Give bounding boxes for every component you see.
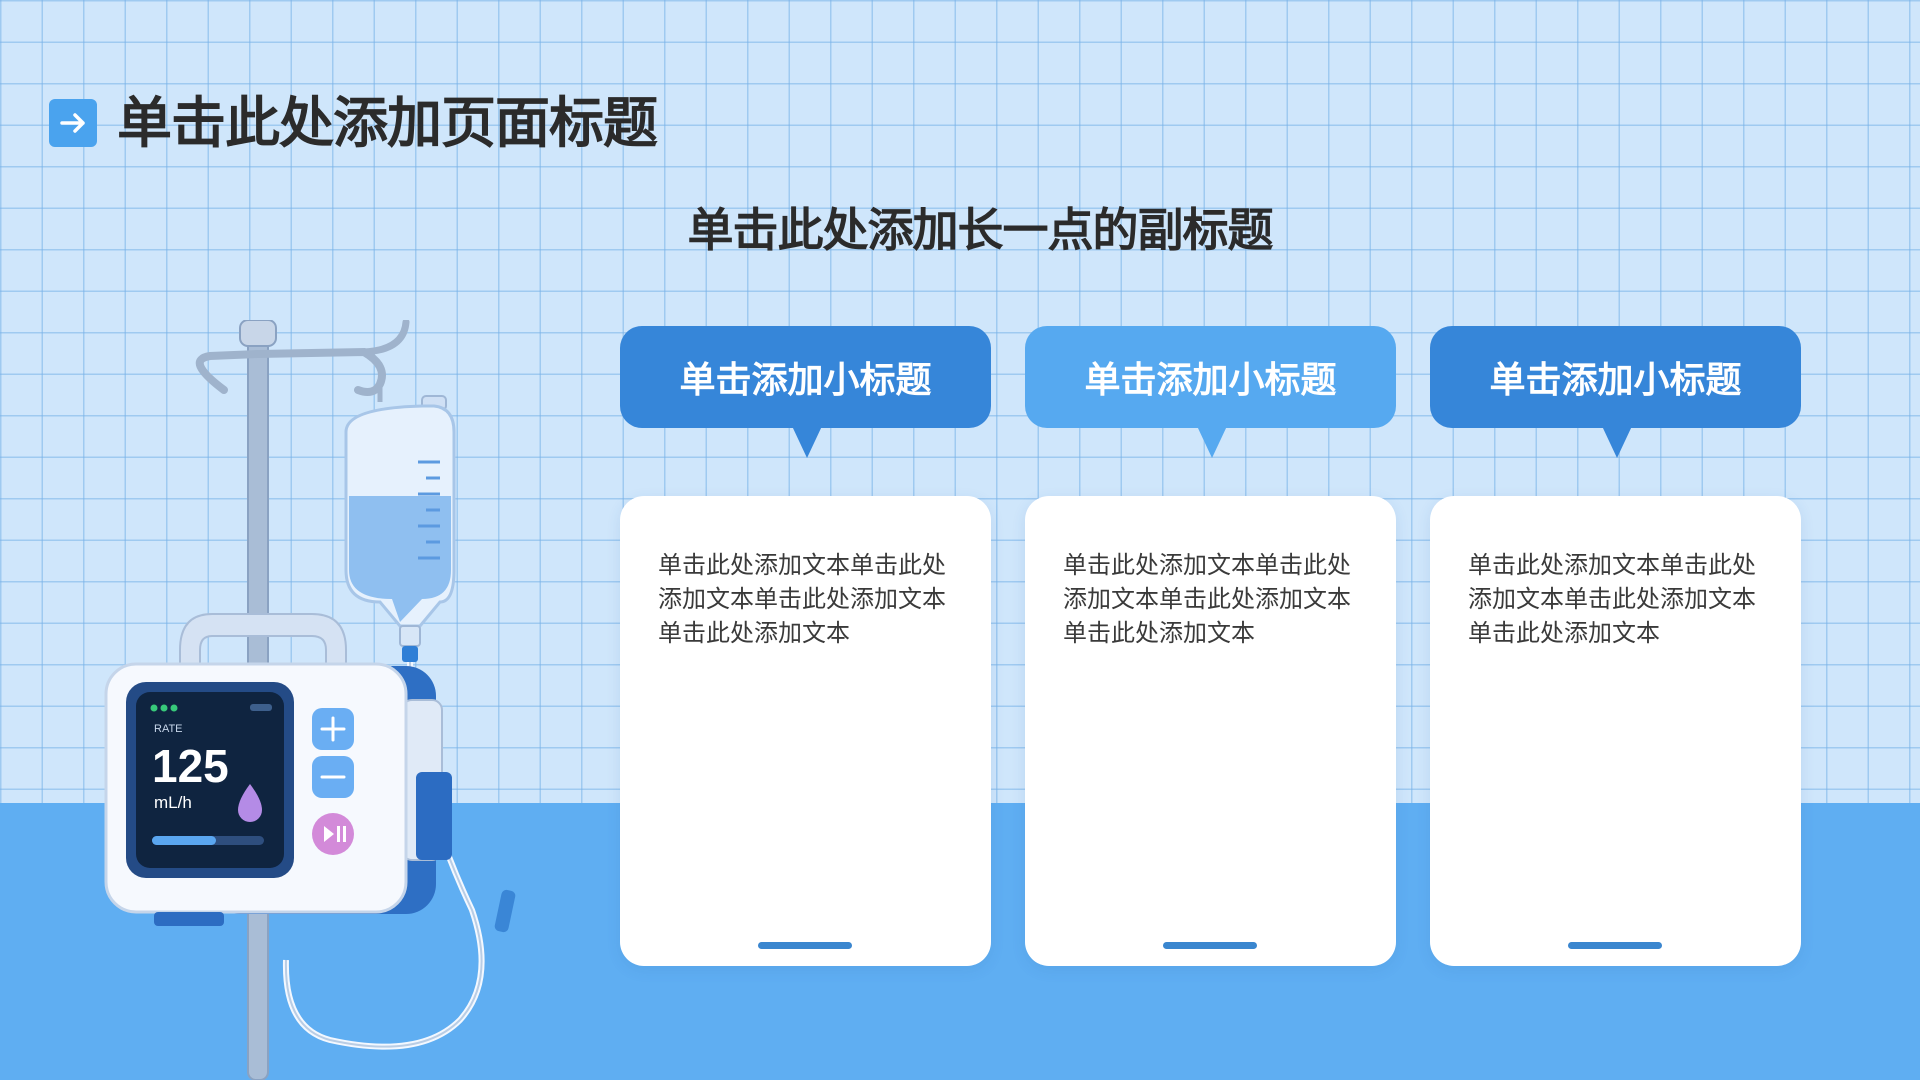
card-heading-1[interactable]: 单击添加小标题 [620, 326, 991, 458]
droplet-icon [238, 784, 262, 822]
card-1-body[interactable]: 单击此处添加文本单击此处添加文本单击此处添加文本单击此处添加文本 [658, 551, 946, 647]
card-heading-3[interactable]: 单击添加小标题 [1430, 326, 1801, 458]
card-2-accent-bar [1163, 942, 1257, 949]
pump-rate-unit: mL/h [154, 793, 192, 812]
pump-rate-value: 125 [152, 740, 229, 792]
speech-tail [1602, 426, 1632, 458]
page-subtitle[interactable]: 单击此处添加长一点的副标题 [687, 203, 1274, 257]
pump-rate-label: RATE [154, 723, 183, 735]
card-1[interactable]: 单击此处添加文本单击此处添加文本单击此处添加文本单击此处添加文本 [620, 496, 991, 966]
card-3-body[interactable]: 单击此处添加文本单击此处添加文本单击此处添加文本单击此处添加文本 [1468, 551, 1756, 647]
card-2-body[interactable]: 单击此处添加文本单击此处添加文本单击此处添加文本单击此处添加文本 [1063, 551, 1351, 647]
card-heading-2-text: 单击添加小标题 [1084, 360, 1337, 401]
card-3[interactable]: 单击此处添加文本单击此处添加文本单击此处添加文本单击此处添加文本 [1430, 496, 1801, 966]
speech-tail [1197, 426, 1227, 458]
card-2[interactable]: 单击此处添加文本单击此处添加文本单击此处添加文本单击此处添加文本 [1025, 496, 1396, 966]
card-heading-2[interactable]: 单击添加小标题 [1025, 326, 1396, 458]
card-heading-1-text: 单击添加小标题 [679, 360, 932, 401]
speech-tail [792, 426, 822, 458]
card-1-accent-bar [758, 942, 852, 949]
card-3-accent-bar [1568, 942, 1662, 949]
infusion-pump-illustration: RATE 125 mL/h [104, 320, 516, 1080]
card-heading-3-text: 单击添加小标题 [1489, 360, 1742, 401]
arrow-right-icon [49, 99, 97, 147]
page-title[interactable]: 单击此处添加页面标题 [117, 91, 658, 155]
